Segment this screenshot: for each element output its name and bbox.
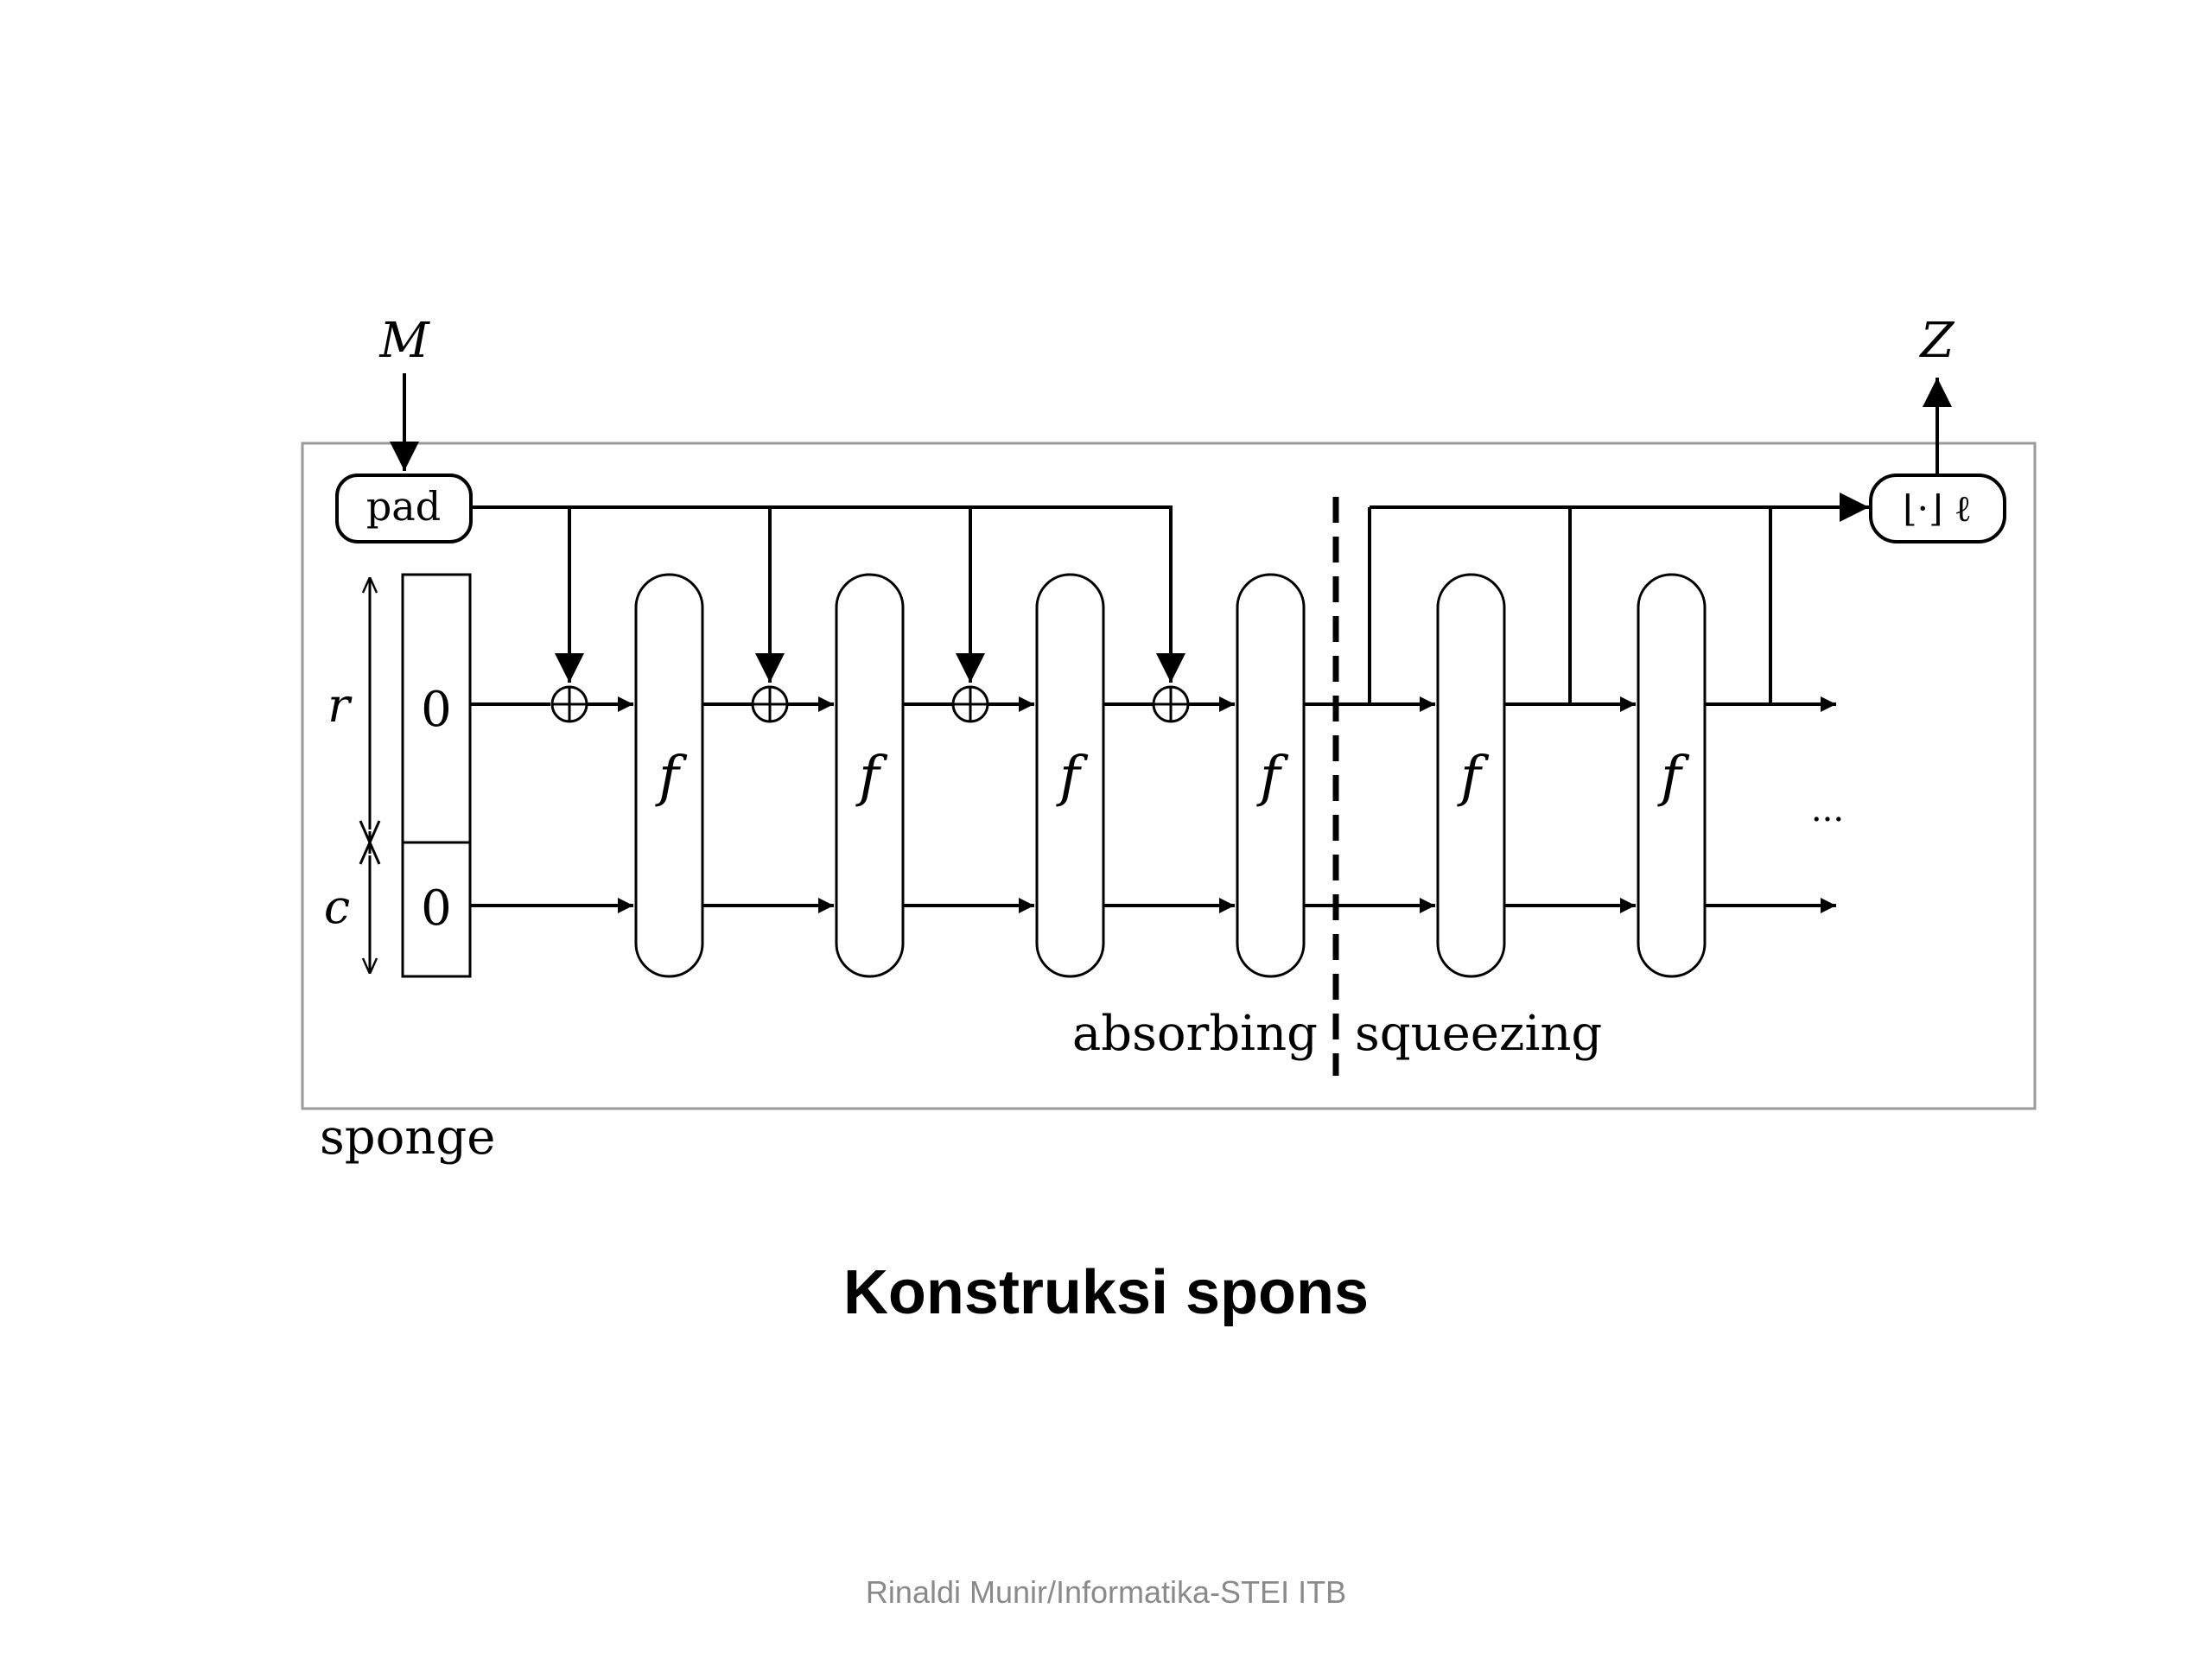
- output-label-z: Z: [1919, 313, 1955, 369]
- capacity-register: [401, 841, 472, 978]
- sponge-frame: [301, 442, 2037, 1110]
- xor-node-4: [1152, 685, 1190, 723]
- xor-node-3: [951, 685, 989, 723]
- f-block-4: f: [1236, 573, 1306, 978]
- xor-node-2: [751, 685, 789, 723]
- squeezing-label: squeezing: [1355, 1006, 1602, 1062]
- rate-label: r: [327, 678, 353, 733]
- continuation-ellipsis: ...: [1811, 790, 1844, 830]
- truncate-label: ⌊·⌋ ℓ: [1903, 487, 1972, 530]
- rate-init-value: 0: [421, 682, 452, 738]
- slide-footer: Rinaldi Munir/Informatika-STEI ITB: [865, 1574, 1347, 1610]
- slide-caption: Konstruksi spons: [842, 1258, 1370, 1327]
- dimension-split-mark: [359, 820, 381, 865]
- capacity-label: c: [324, 880, 350, 934]
- capacity-init-value: 0: [421, 880, 452, 937]
- f-block-1: f: [634, 573, 704, 978]
- xor-node-1: [550, 685, 588, 723]
- f-block-5: f: [1436, 573, 1506, 978]
- f-block-3: f: [1035, 573, 1105, 978]
- input-label-m: M: [378, 313, 430, 369]
- absorbing-label: absorbing: [1072, 1006, 1318, 1062]
- sponge-label: sponge: [320, 1109, 495, 1166]
- pad-label: pad: [366, 483, 441, 530]
- f-block-2: f: [835, 573, 905, 978]
- pad-bus: [471, 505, 1173, 544]
- f-block-6: f: [1637, 573, 1707, 978]
